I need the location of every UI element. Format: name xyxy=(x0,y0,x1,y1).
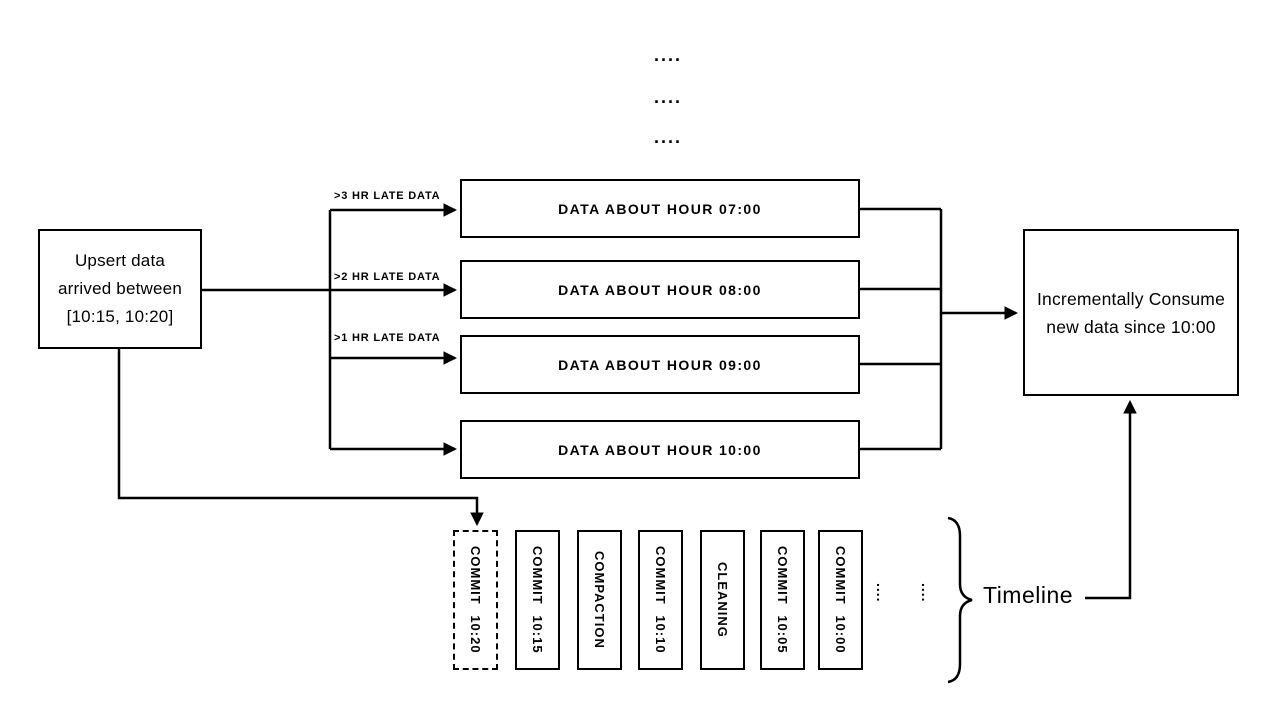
arrow-timeline-to-consume xyxy=(1085,399,1137,600)
consume-line-1: Incrementally Consume xyxy=(1036,288,1226,309)
upsert-data-box-text: Upsert data arrived between [10:15, 10:2… xyxy=(58,247,182,331)
upsert-line-1: Upsert data xyxy=(74,251,166,270)
late-label-3hr: >3 HR LATE DATA xyxy=(334,190,441,202)
upsert-data-box: Upsert data arrived between [10:15, 10:2… xyxy=(38,229,202,349)
timeline-commit-10-20: COMMIT 10:20 xyxy=(453,530,498,670)
consume-box-text: Incrementally Consume new data since 10:… xyxy=(1037,285,1225,341)
hour-box-08: DATA ABOUT HOUR 08:00 xyxy=(460,260,860,319)
hour-box-09-label: DATA ABOUT HOUR 09:00 xyxy=(558,356,762,373)
timeline-ellipsis: .... xyxy=(919,583,935,603)
consume-line-2: new data since 10:00 xyxy=(1046,316,1216,337)
hour-box-10: DATA ABOUT HOUR 10:00 xyxy=(460,420,860,479)
upsert-line-2: arrived between xyxy=(58,279,182,298)
consume-box: Incrementally Consume new data since 10:… xyxy=(1023,229,1239,396)
hour-box-10-label: DATA ABOUT HOUR 10:00 xyxy=(558,441,762,458)
arrow-upsert-to-commit1020 xyxy=(117,349,484,527)
top-ellipsis-row: .... xyxy=(653,45,682,65)
timeline-ellipsis: .... xyxy=(874,583,890,603)
hour-box-08-label: DATA ABOUT HOUR 08:00 xyxy=(558,281,762,298)
late-label-2hr: >2 HR LATE DATA xyxy=(334,271,441,283)
timeline-brace xyxy=(947,516,973,684)
hour-box-07-label: DATA ABOUT HOUR 07:00 xyxy=(558,200,762,217)
top-ellipsis-row: .... xyxy=(653,87,682,107)
late-label-1hr: >1 HR LATE DATA xyxy=(334,332,441,344)
timeline-cleaning: CLEANING xyxy=(700,530,745,670)
top-ellipsis-row: .... xyxy=(653,127,682,147)
timeline-commit-10-10: COMMIT 10:10 xyxy=(638,530,683,670)
hour-box-07: DATA ABOUT HOUR 07:00 xyxy=(460,179,860,238)
upsert-line-3: [10:15, 10:20] xyxy=(66,307,174,326)
timeline-compaction: COMPACTION xyxy=(577,530,622,670)
timeline-commit-10-00: COMMIT 10:00 xyxy=(818,530,863,670)
timeline-commit-10-15: COMMIT 10:15 xyxy=(515,530,560,670)
timeline-label: Timeline xyxy=(983,582,1074,608)
timeline-commit-10-05: COMMIT 10:05 xyxy=(760,530,805,670)
hour-box-09: DATA ABOUT HOUR 09:00 xyxy=(460,335,860,394)
